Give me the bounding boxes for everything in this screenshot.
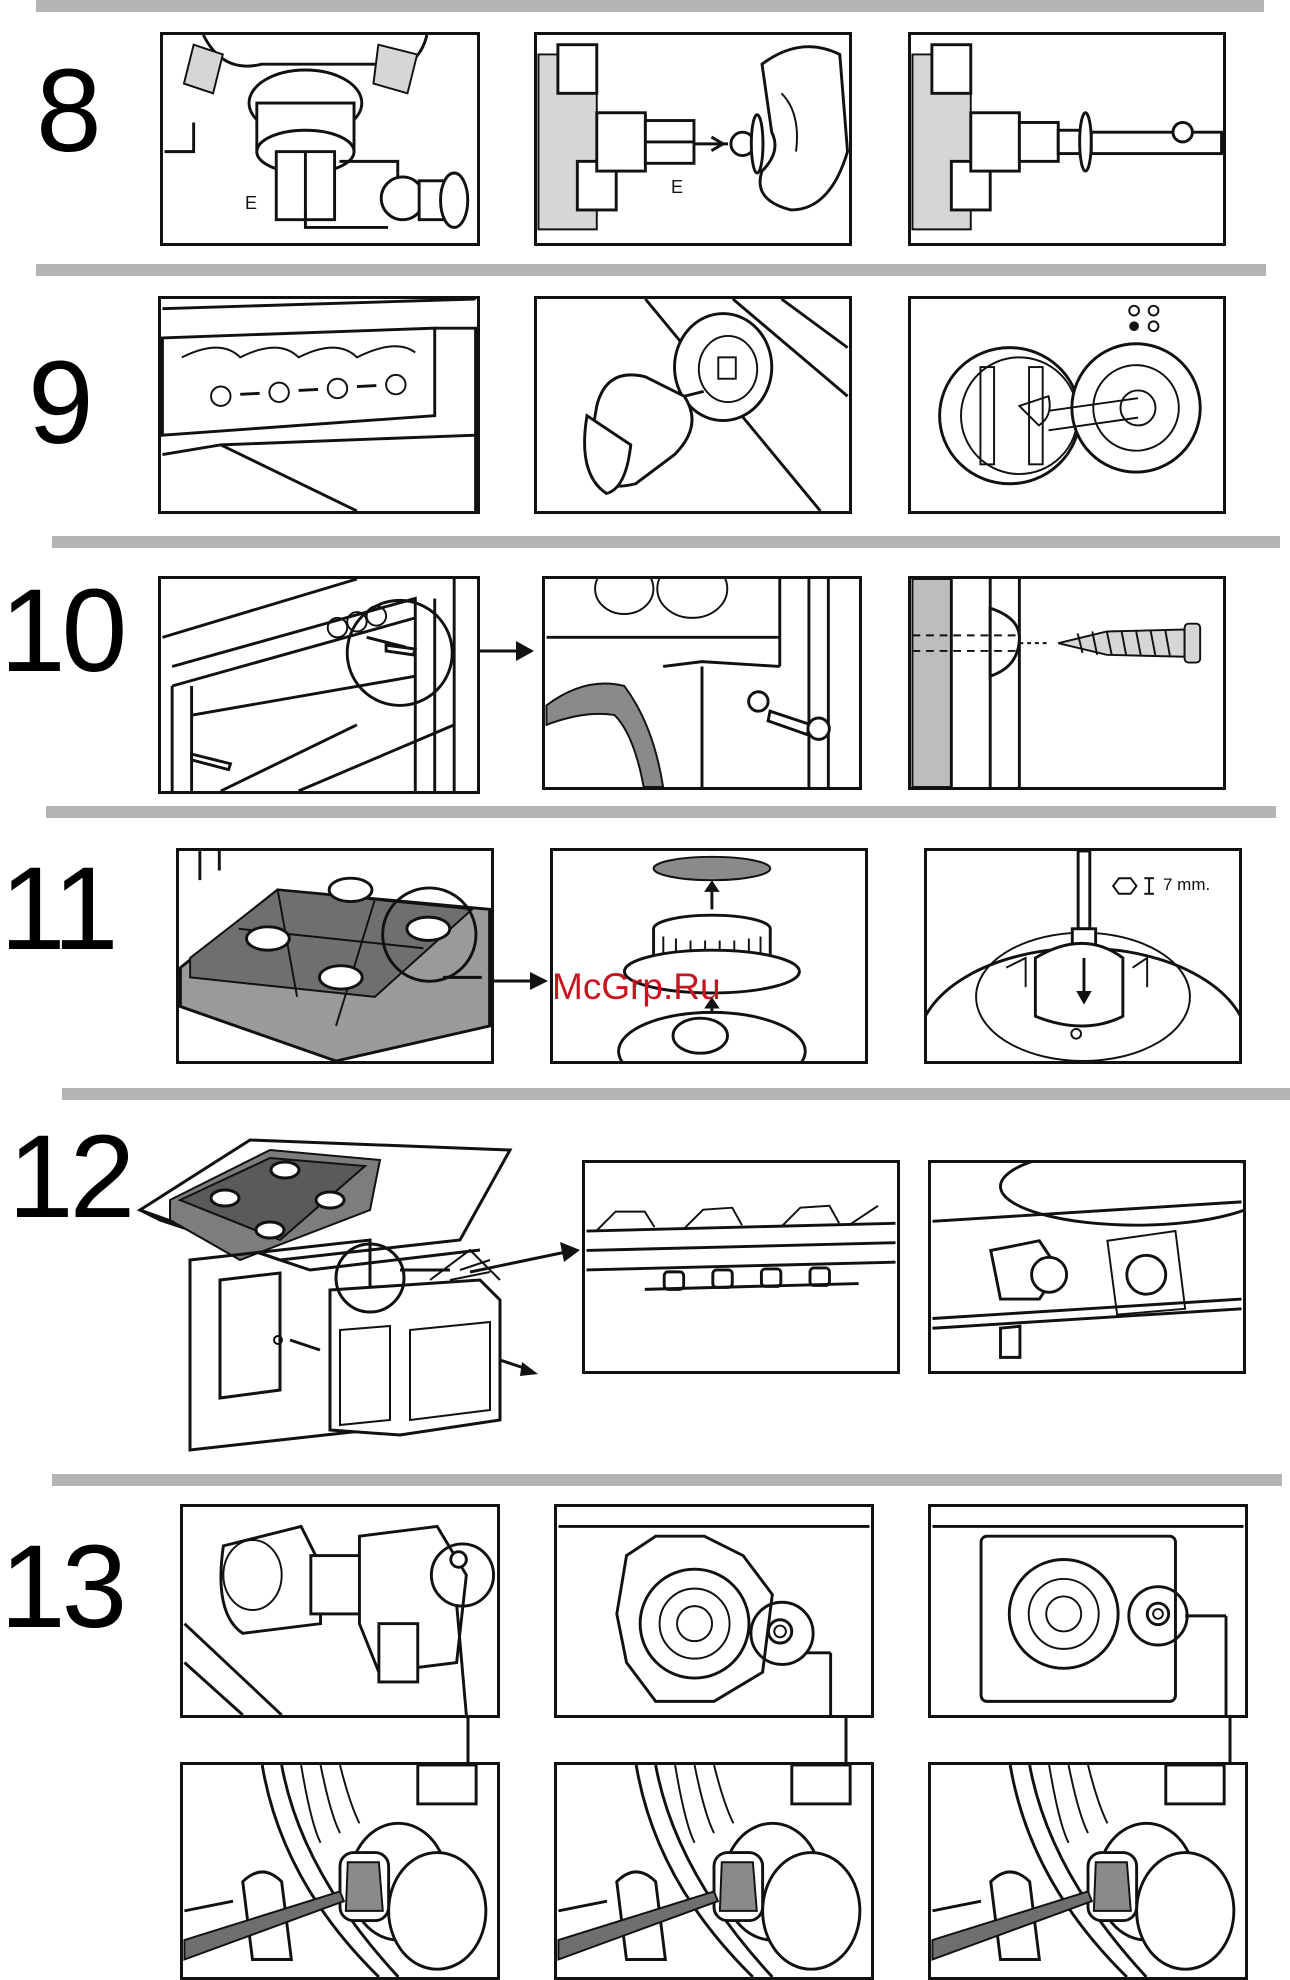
step13-panel-3	[928, 1504, 1248, 1718]
wrench-size-label: 7 mm.	[1163, 875, 1210, 895]
step9-panel-3	[908, 296, 1226, 514]
step11-panel-3: 7 mm.	[924, 848, 1242, 1064]
step-number-12: 12	[8, 1118, 131, 1236]
step-number-11: 11	[0, 850, 115, 968]
step13-panel-1	[180, 1504, 500, 1718]
label-e: E	[671, 177, 683, 198]
step-number-8: 8	[36, 52, 98, 170]
step13-adjust-panel-2	[554, 1762, 874, 1980]
ignition-clip-illustration	[931, 1163, 1243, 1371]
label-e: E	[245, 193, 257, 214]
step12-panel-3	[928, 1160, 1246, 1374]
step13-adjust-panel-1	[180, 1762, 500, 1980]
divider-bar	[46, 806, 1276, 818]
step13-panel-2	[554, 1504, 874, 1718]
screwdriver-adjust-illustration	[931, 1765, 1245, 1977]
control-panel-illustration	[161, 299, 477, 511]
hob-side-view-illustration	[585, 1163, 897, 1371]
arrow-right-icon	[490, 966, 550, 996]
arrow-right-icon	[470, 1242, 582, 1282]
screwdriver-adjust-illustration	[183, 1765, 497, 1977]
oven-fixing-illustration	[161, 579, 477, 791]
step11-panel-2	[550, 848, 868, 1064]
injector-illustration	[163, 35, 477, 243]
step10-panel-3	[908, 576, 1226, 790]
hob-burner-illustration	[179, 851, 491, 1061]
watermark-text: McGrp.Ru	[552, 966, 721, 1008]
divider-bar	[36, 264, 1266, 276]
step9-panel-2	[534, 296, 852, 514]
step12-panel-2	[582, 1160, 900, 1374]
step9-panel-1	[158, 296, 480, 514]
arrow-right-icon	[480, 636, 536, 666]
screwdriver-adjust-illustration	[557, 1765, 871, 1977]
step10-panel-1	[158, 576, 480, 794]
valve-front-illustration	[557, 1507, 871, 1715]
screw-cross-section-illustration	[911, 579, 1223, 787]
step8-panel-1: E	[160, 32, 480, 246]
divider-bar	[62, 1088, 1290, 1100]
step8-panel-3	[908, 32, 1226, 246]
step11-panel-1	[176, 848, 494, 1064]
step10-panel-2	[542, 576, 862, 790]
step8-panel-2: E	[534, 32, 852, 246]
step-number-10: 10	[0, 572, 123, 690]
step13-adjust-panel-3	[928, 1762, 1248, 1980]
divider-bar	[52, 536, 1280, 548]
screw-detail-illustration	[545, 579, 859, 787]
knob-alignment-illustration	[911, 299, 1223, 511]
valve-body-illustration	[183, 1507, 497, 1715]
knob-removal-illustration	[537, 299, 849, 511]
step12-main-illustration	[130, 1130, 580, 1460]
burner-exploded-illustration	[553, 851, 865, 1061]
divider-bar	[52, 1474, 1282, 1486]
divider-bar	[36, 0, 1264, 12]
valve-plate-illustration	[931, 1507, 1245, 1715]
step-number-9: 9	[28, 344, 90, 462]
step-number-13: 13	[0, 1528, 123, 1646]
injector-installed-illustration	[911, 35, 1223, 243]
injector-insertion-illustration	[537, 35, 849, 243]
